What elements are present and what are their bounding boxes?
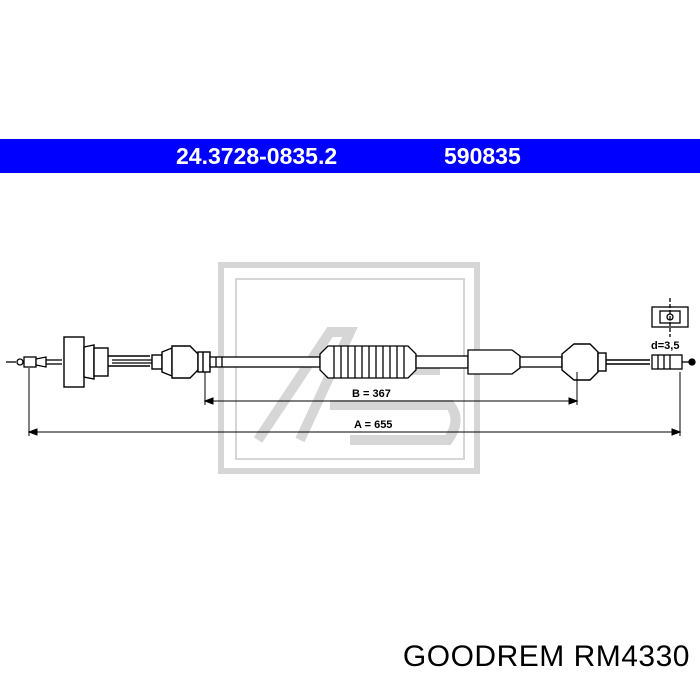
header-bar <box>0 139 700 173</box>
dimension-b-label: B = 367 <box>352 388 391 400</box>
rubber-bellows <box>319 345 417 379</box>
left-end-fitting <box>6 356 62 368</box>
part-number: 24.3728-0835.2 <box>176 143 338 169</box>
dimension-a <box>27 368 682 436</box>
inner-cable <box>112 359 158 364</box>
left-ferrule <box>151 345 211 379</box>
right-ferrule <box>561 343 650 381</box>
footer-brand-label: GOODREM RM4330 <box>402 640 690 673</box>
outer-conduit-left <box>209 356 321 368</box>
reference-number: 590835 <box>444 143 521 169</box>
outer-conduit-right <box>415 349 563 375</box>
diameter-label: d=3,5 <box>651 340 679 352</box>
dimension-b <box>203 372 579 405</box>
left-adjuster <box>63 336 150 388</box>
end-view-detail <box>651 298 689 337</box>
right-end-fitting <box>651 354 696 370</box>
dimension-a-label: A = 655 <box>354 419 392 431</box>
